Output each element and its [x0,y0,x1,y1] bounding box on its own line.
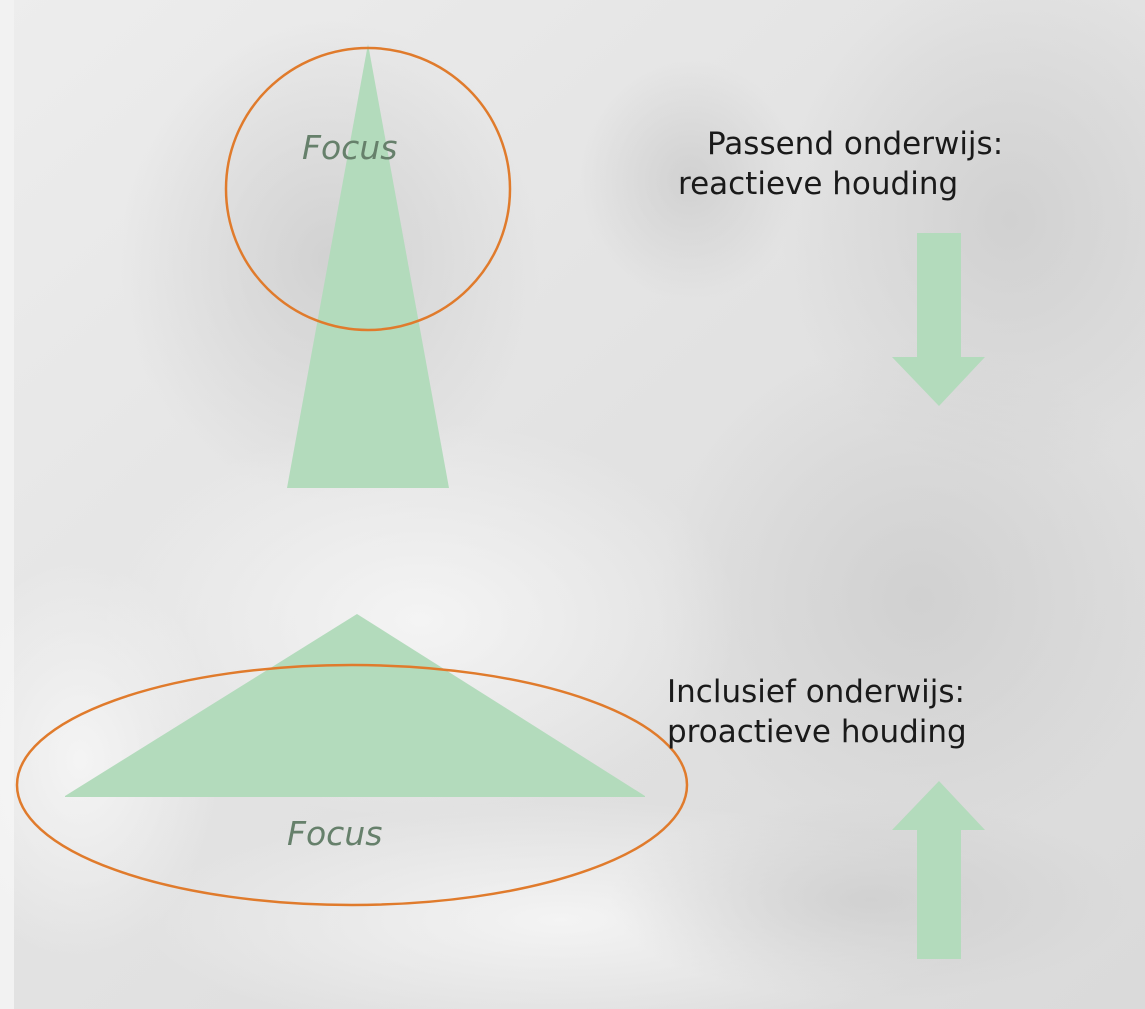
bottom-focus-label: Focus [287,814,383,853]
arrow-down-icon [892,233,985,406]
wide-triangle-base [65,796,645,797]
wide-triangle [65,614,645,796]
top-heading-line1: Passend onderwijs: [707,126,1004,162]
top-focus-circle [224,46,512,332]
bottom-heading-line2: proactieve houding [667,714,967,750]
bottom-focus-ellipse [15,663,689,907]
arrow-up-icon [892,781,985,959]
narrow-triangle [287,44,449,488]
top-focus-label: Focus [302,128,398,167]
bottom-heading-line1: Inclusief onderwijs: [667,674,965,710]
top-heading-line2: reactieve houding [678,166,959,202]
